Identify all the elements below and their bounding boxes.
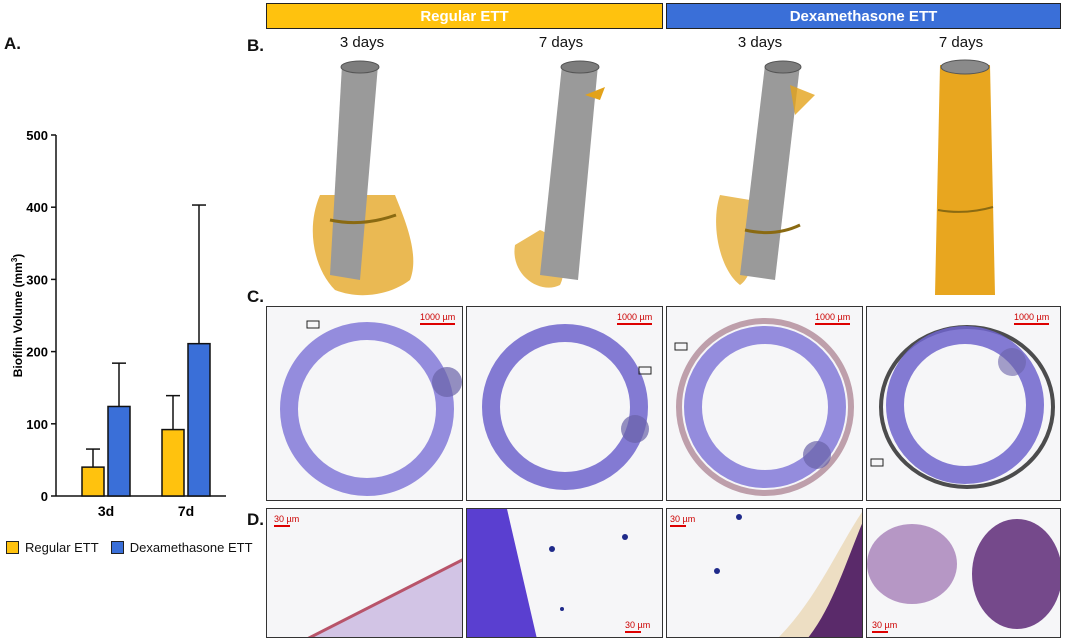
cross-section-dexa-3d bbox=[666, 306, 863, 501]
bar-3d-dexa bbox=[107, 405, 131, 497]
x-tick-label: 3d bbox=[98, 503, 114, 519]
scalebar-d-1: 30 µm bbox=[274, 514, 299, 527]
tube-rendering-regular-7d bbox=[514, 60, 605, 288]
magnified-dexa-3d bbox=[666, 508, 863, 638]
magnified-dexa-7d bbox=[866, 508, 1061, 638]
legend-swatch-regular bbox=[6, 541, 19, 554]
scalebar-c-3: 1000 µm bbox=[815, 312, 851, 325]
panel-label-b: B. bbox=[247, 36, 264, 55]
y-tick-label: 200 bbox=[26, 345, 48, 360]
legend-swatch-dexa bbox=[110, 541, 124, 554]
panel-label-c: C. bbox=[247, 287, 264, 306]
y-tick-label: 500 bbox=[26, 128, 48, 143]
magnified-regular-7d bbox=[466, 508, 663, 638]
header-dexamethasone-ett: Dexamethasone ETT bbox=[666, 3, 1061, 29]
scalebar-c-2: 1000 µm bbox=[617, 312, 653, 325]
bar-3d-regular bbox=[81, 466, 105, 497]
day-label-3: 3 days bbox=[737, 34, 783, 51]
legend: Regular ETT Dexamethasone ETT bbox=[6, 540, 253, 555]
magnified-regular-3d bbox=[266, 508, 463, 638]
cross-section-regular-3d bbox=[266, 306, 463, 501]
tube-rendering-regular-3d bbox=[312, 60, 414, 296]
panel-label-a: A. bbox=[4, 34, 21, 53]
cross-section-dexa-7d bbox=[866, 306, 1061, 501]
bar-7d-dexa bbox=[187, 342, 211, 497]
cross-section-regular-7d bbox=[466, 306, 663, 501]
x-tick-label: 7d bbox=[178, 503, 194, 519]
tube-rendering-dexa-3d bbox=[716, 60, 815, 285]
panel-label-d: D. bbox=[247, 510, 264, 529]
y-tick-label: 0 bbox=[41, 489, 48, 504]
scalebar-c-1: 1000 µm bbox=[420, 312, 456, 325]
legend-label-regular: Regular ETT bbox=[25, 540, 99, 555]
scalebar-c-4: 1000 µm bbox=[1014, 312, 1050, 325]
day-label-4: 7 days bbox=[938, 34, 984, 51]
legend-label-dexa: Dexamethasone ETT bbox=[129, 540, 253, 555]
scalebar-d-3: 30 µm bbox=[670, 514, 695, 527]
y-tick-label: 300 bbox=[26, 272, 48, 287]
header-regular-ett: Regular ETT bbox=[266, 3, 663, 29]
y-tick-label: 400 bbox=[26, 200, 48, 215]
scalebar-d-4: 30 µm bbox=[872, 620, 897, 633]
day-label-1: 3 days bbox=[339, 34, 385, 51]
tube-rendering-dexa-7d bbox=[935, 59, 995, 295]
y-axis-label: Biofilm Volume (mm3) bbox=[10, 254, 25, 378]
y-tick-label: 100 bbox=[26, 417, 48, 432]
bar-7d-regular bbox=[161, 428, 185, 497]
day-label-2: 7 days bbox=[538, 34, 584, 51]
scalebar-d-2: 30 µm bbox=[625, 620, 650, 633]
